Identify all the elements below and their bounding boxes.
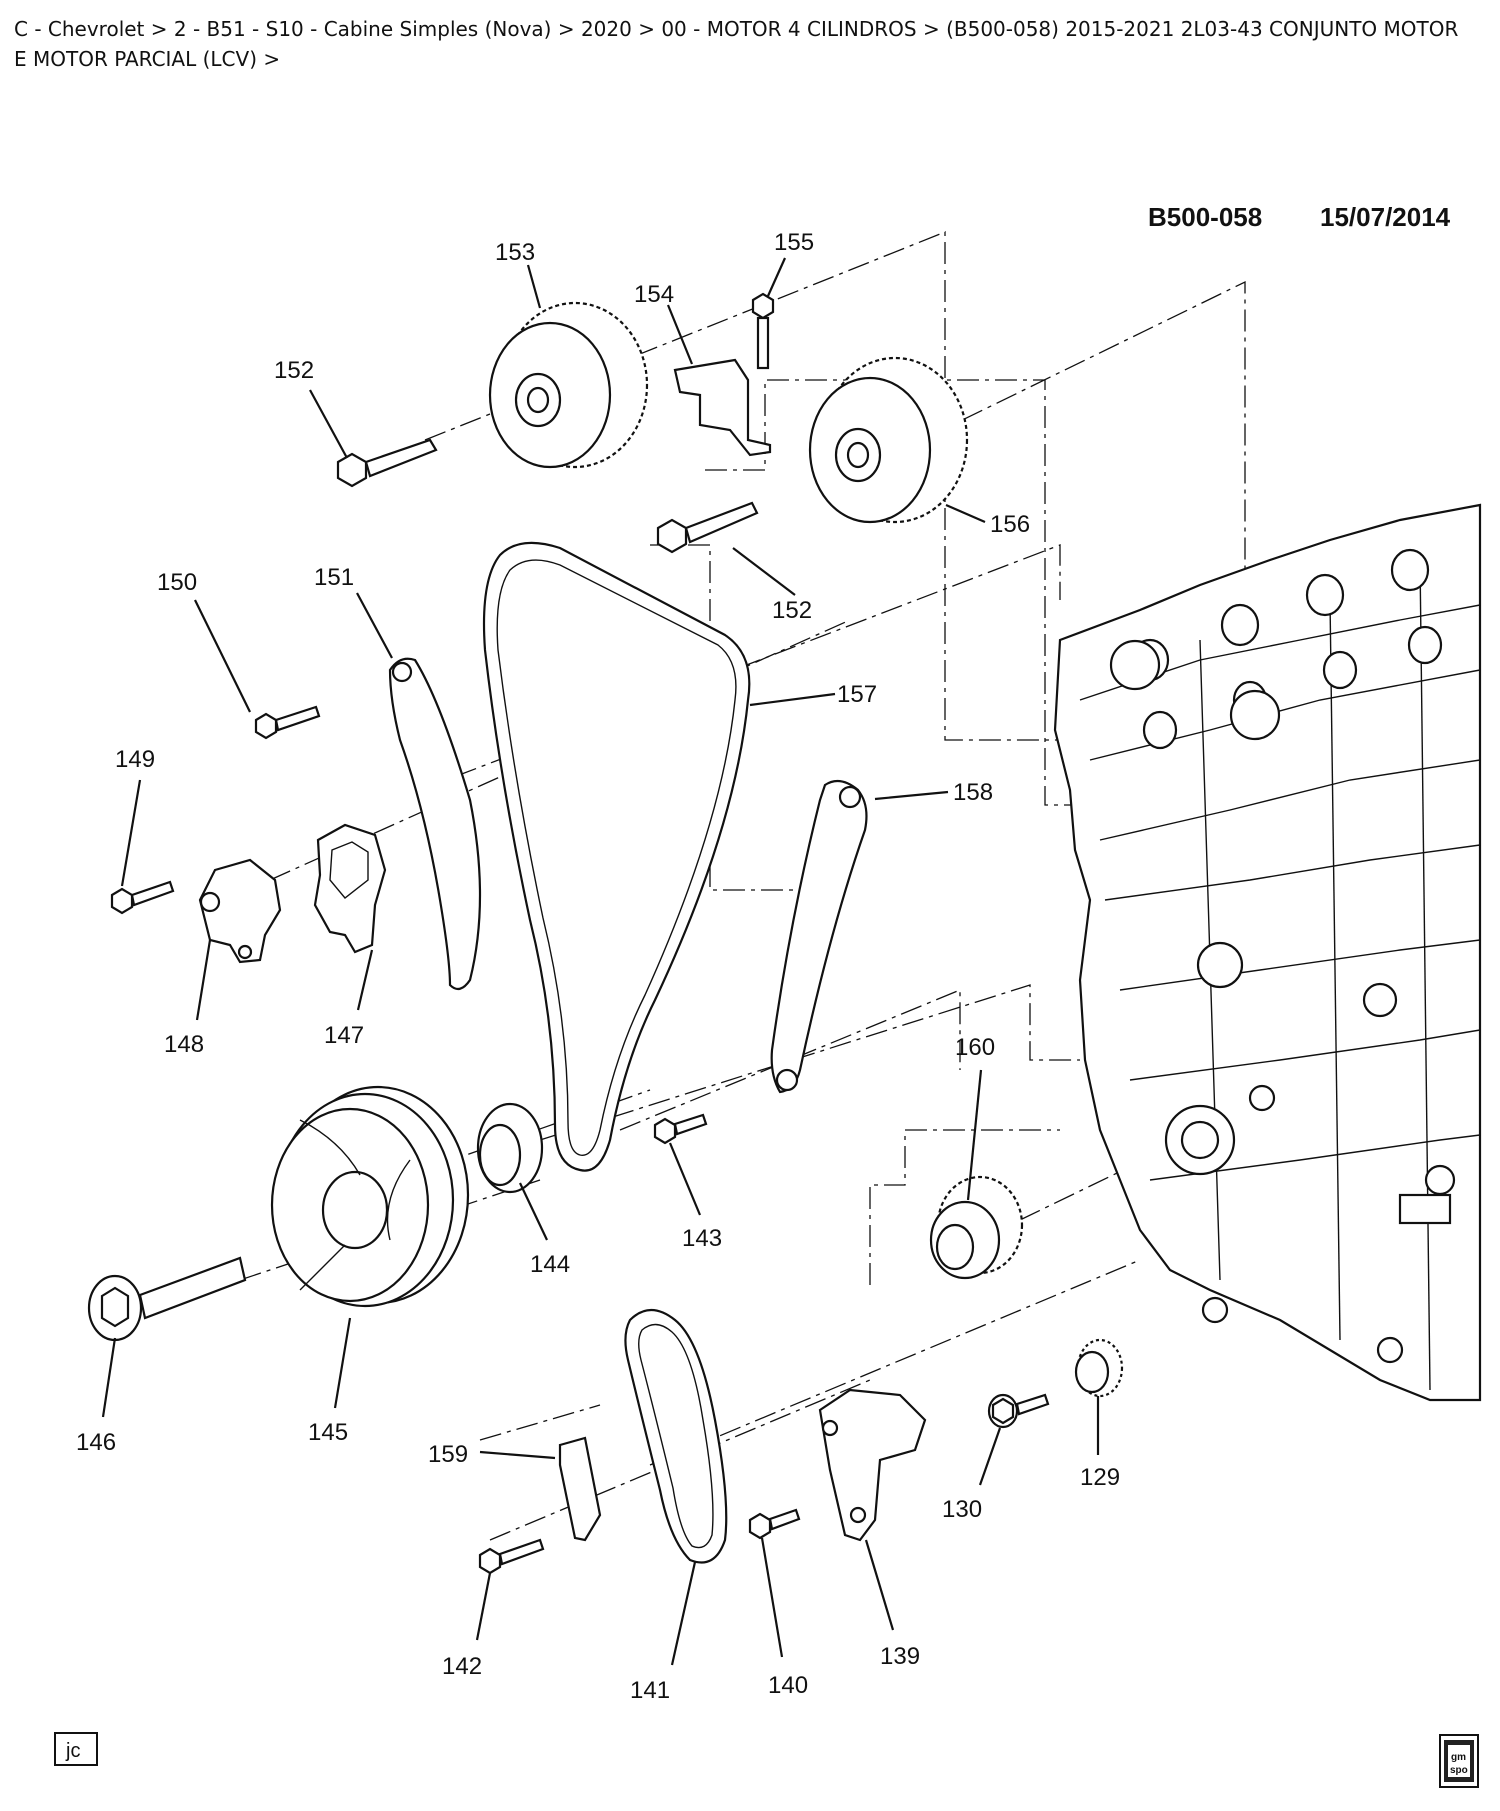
callout-139: 139 (880, 1643, 920, 1670)
part-150-bolt (254, 705, 321, 740)
callout-159: 159 (428, 1441, 468, 1468)
diagram-date: 15/07/2014 (1320, 202, 1451, 232)
part-144-oil-seal (476, 1102, 544, 1194)
author-initials: jc (65, 1740, 80, 1762)
callout-141: 141 (630, 1677, 670, 1704)
part-140-bolt (748, 1508, 801, 1540)
part-149-bolt (110, 880, 175, 915)
part-157-timing-chain (482, 541, 751, 1172)
callout-150: 150 (157, 569, 197, 596)
part-156-camshaft-sprocket (808, 356, 969, 524)
callout-140: 140 (768, 1672, 808, 1699)
callout-129: 129 (1080, 1464, 1120, 1491)
part-141-oil-pump-chain (624, 1308, 728, 1564)
callout-151: 151 (314, 564, 354, 591)
part-143-bolt (653, 1113, 708, 1145)
engine-block (1053, 503, 1482, 1402)
callout-152-lower: 152 (772, 597, 812, 624)
part-145-crankshaft-balancer (270, 1085, 470, 1308)
part-139-oil-pump-tensioner (818, 1388, 927, 1542)
part-160-crankshaft-sprocket (929, 1175, 1024, 1280)
part-159-chain-guide (558, 1436, 602, 1542)
part-151-chain-guide (388, 657, 482, 991)
callout-154: 154 (634, 281, 674, 308)
callout-160: 160 (955, 1034, 995, 1061)
callout-158: 158 (953, 779, 993, 806)
callout-144: 144 (530, 1251, 570, 1278)
svg-text:gm: gm (1451, 1752, 1466, 1763)
callout-142: 142 (442, 1653, 482, 1680)
callout-155: 155 (774, 229, 814, 256)
part-155-bolt (751, 292, 775, 370)
svg-text:spo: spo (1450, 1765, 1468, 1776)
callout-157: 157 (837, 681, 877, 708)
callout-145: 145 (308, 1419, 348, 1446)
callout-146: 146 (76, 1429, 116, 1456)
part-142-bolt (478, 1538, 545, 1575)
part-130-bolt (987, 1393, 1050, 1429)
callout-152-upper: 152 (274, 357, 314, 384)
callout-143: 143 (682, 1225, 722, 1252)
part-152-bolt-upper (336, 438, 438, 488)
breadcrumb-text[interactable]: C - Chevrolet > 2 - B51 - S10 - Cabine S… (14, 17, 1459, 71)
callout-156: 156 (990, 511, 1030, 538)
callout-153: 153 (495, 239, 535, 266)
part-148-chain-tensioner (198, 858, 282, 964)
callout-147: 147 (324, 1022, 364, 1049)
callout-148: 148 (164, 1031, 204, 1058)
part-153-camshaft-sprocket (488, 301, 649, 469)
gm-spo-logo: gm spo (1439, 1734, 1479, 1788)
author-initials-box: jc (54, 1732, 98, 1766)
callout-labels: 153 155 154 152 156 152 150 151 157 149 … (76, 229, 1120, 1704)
part-147-gasket (313, 823, 387, 954)
diagram-code: B500-058 (1148, 202, 1262, 232)
leader-lines (101, 257, 1100, 1666)
part-152-bolt-lower (656, 501, 759, 554)
part-158-chain-guide (770, 779, 868, 1094)
part-154-bracket (673, 358, 772, 457)
part-129-oil-pump-sprocket (1074, 1338, 1124, 1398)
callout-149: 149 (115, 746, 155, 773)
breadcrumb[interactable]: C - Chevrolet > 2 - B51 - S10 - Cabine S… (14, 14, 1474, 74)
callout-130: 130 (942, 1496, 982, 1523)
part-146-balancer-bolt (87, 1256, 247, 1342)
